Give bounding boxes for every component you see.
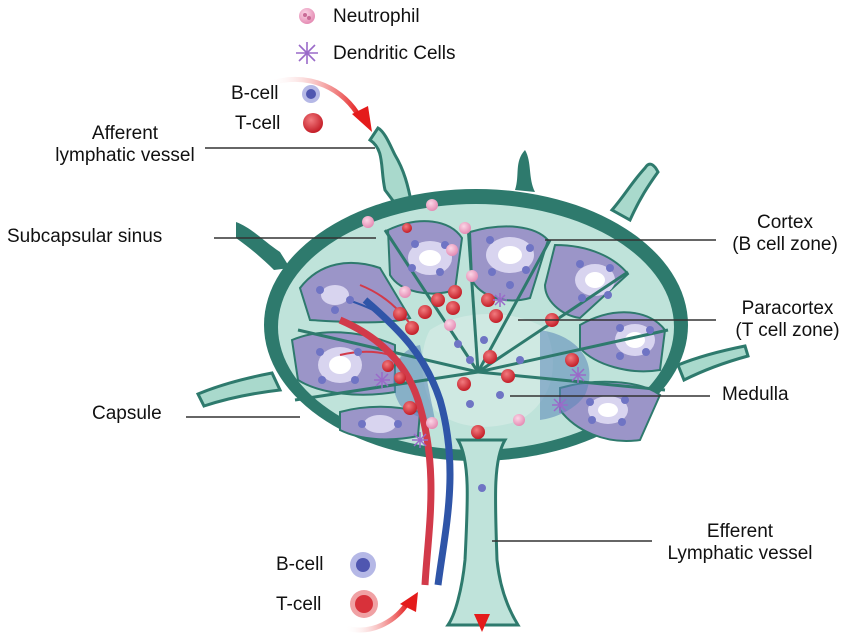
b-cell-legend-label-top: B-cell xyxy=(231,83,279,105)
t-cell-legend-icon-top xyxy=(303,113,323,133)
efferent-vessel xyxy=(448,440,518,632)
cortex-label: Cortex (B cell zone) xyxy=(710,212,860,256)
t-cell-legend-icon-bottom xyxy=(350,590,378,618)
b-cell-legend-icon-top xyxy=(302,85,320,103)
afferent-label-line1: Afferent xyxy=(40,123,210,145)
t-cell-legend-label-top: T-cell xyxy=(235,113,280,135)
b-cell-legend-icon-bottom xyxy=(350,552,376,578)
efferent-label: Efferent Lymphatic vessel xyxy=(640,521,840,565)
neutrophil-legend-label: Neutrophil xyxy=(333,6,420,28)
afferent-label-line2: lymphatic vessel xyxy=(40,145,210,167)
neutrophil-legend-icon xyxy=(299,8,315,24)
afferent-label: Afferent lymphatic vessel xyxy=(40,123,210,167)
paracortex-label-line1: Paracortex xyxy=(715,298,860,320)
dendritic-cell-legend-icon xyxy=(296,42,318,64)
cortex-label-line1: Cortex xyxy=(710,212,860,234)
t-cell-legend-label-bottom: T-cell xyxy=(276,594,321,616)
subcapsular-sinus-label: Subcapsular sinus xyxy=(7,226,162,248)
capsule-label: Capsule xyxy=(92,403,162,425)
paracortex-label-line2: (T cell zone) xyxy=(715,320,860,342)
efferent-label-line1: Efferent xyxy=(640,521,840,543)
b-cell-legend-label-bottom: B-cell xyxy=(276,554,324,576)
cortex-label-line2: (B cell zone) xyxy=(710,234,860,256)
paracortex-label: Paracortex (T cell zone) xyxy=(715,298,860,342)
efferent-label-line2: Lymphatic vessel xyxy=(640,543,840,565)
medulla-label: Medulla xyxy=(722,384,789,406)
dendritic-cell-legend-label: Dendritic Cells xyxy=(333,43,455,65)
